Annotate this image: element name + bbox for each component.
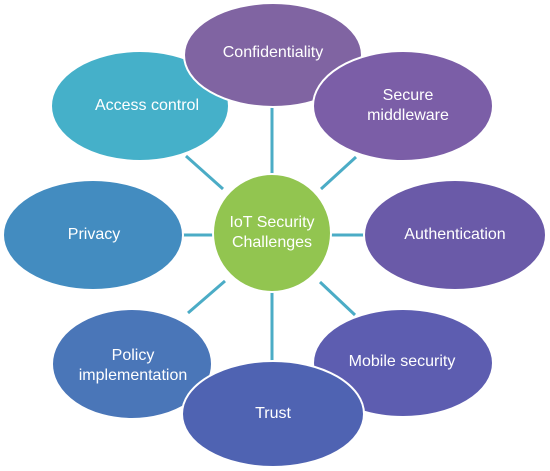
connector-secure-middleware (319, 155, 358, 191)
node-trust-ellipse (181, 360, 365, 468)
node-authentication-ellipse (363, 179, 547, 291)
connector-mobile-security (318, 280, 357, 317)
center-hub-circle (212, 173, 332, 293)
connector-access-control (185, 154, 224, 191)
node-access-control-ellipse (50, 50, 230, 162)
node-confidentiality-ellipse (183, 2, 363, 108)
node-secure-middleware-ellipse (312, 50, 494, 162)
node-mobile-security-ellipse (312, 308, 494, 418)
node-privacy-ellipse (2, 179, 184, 291)
node-policy-implementation-ellipse (51, 308, 213, 420)
connector-policy-implementation (187, 279, 226, 315)
